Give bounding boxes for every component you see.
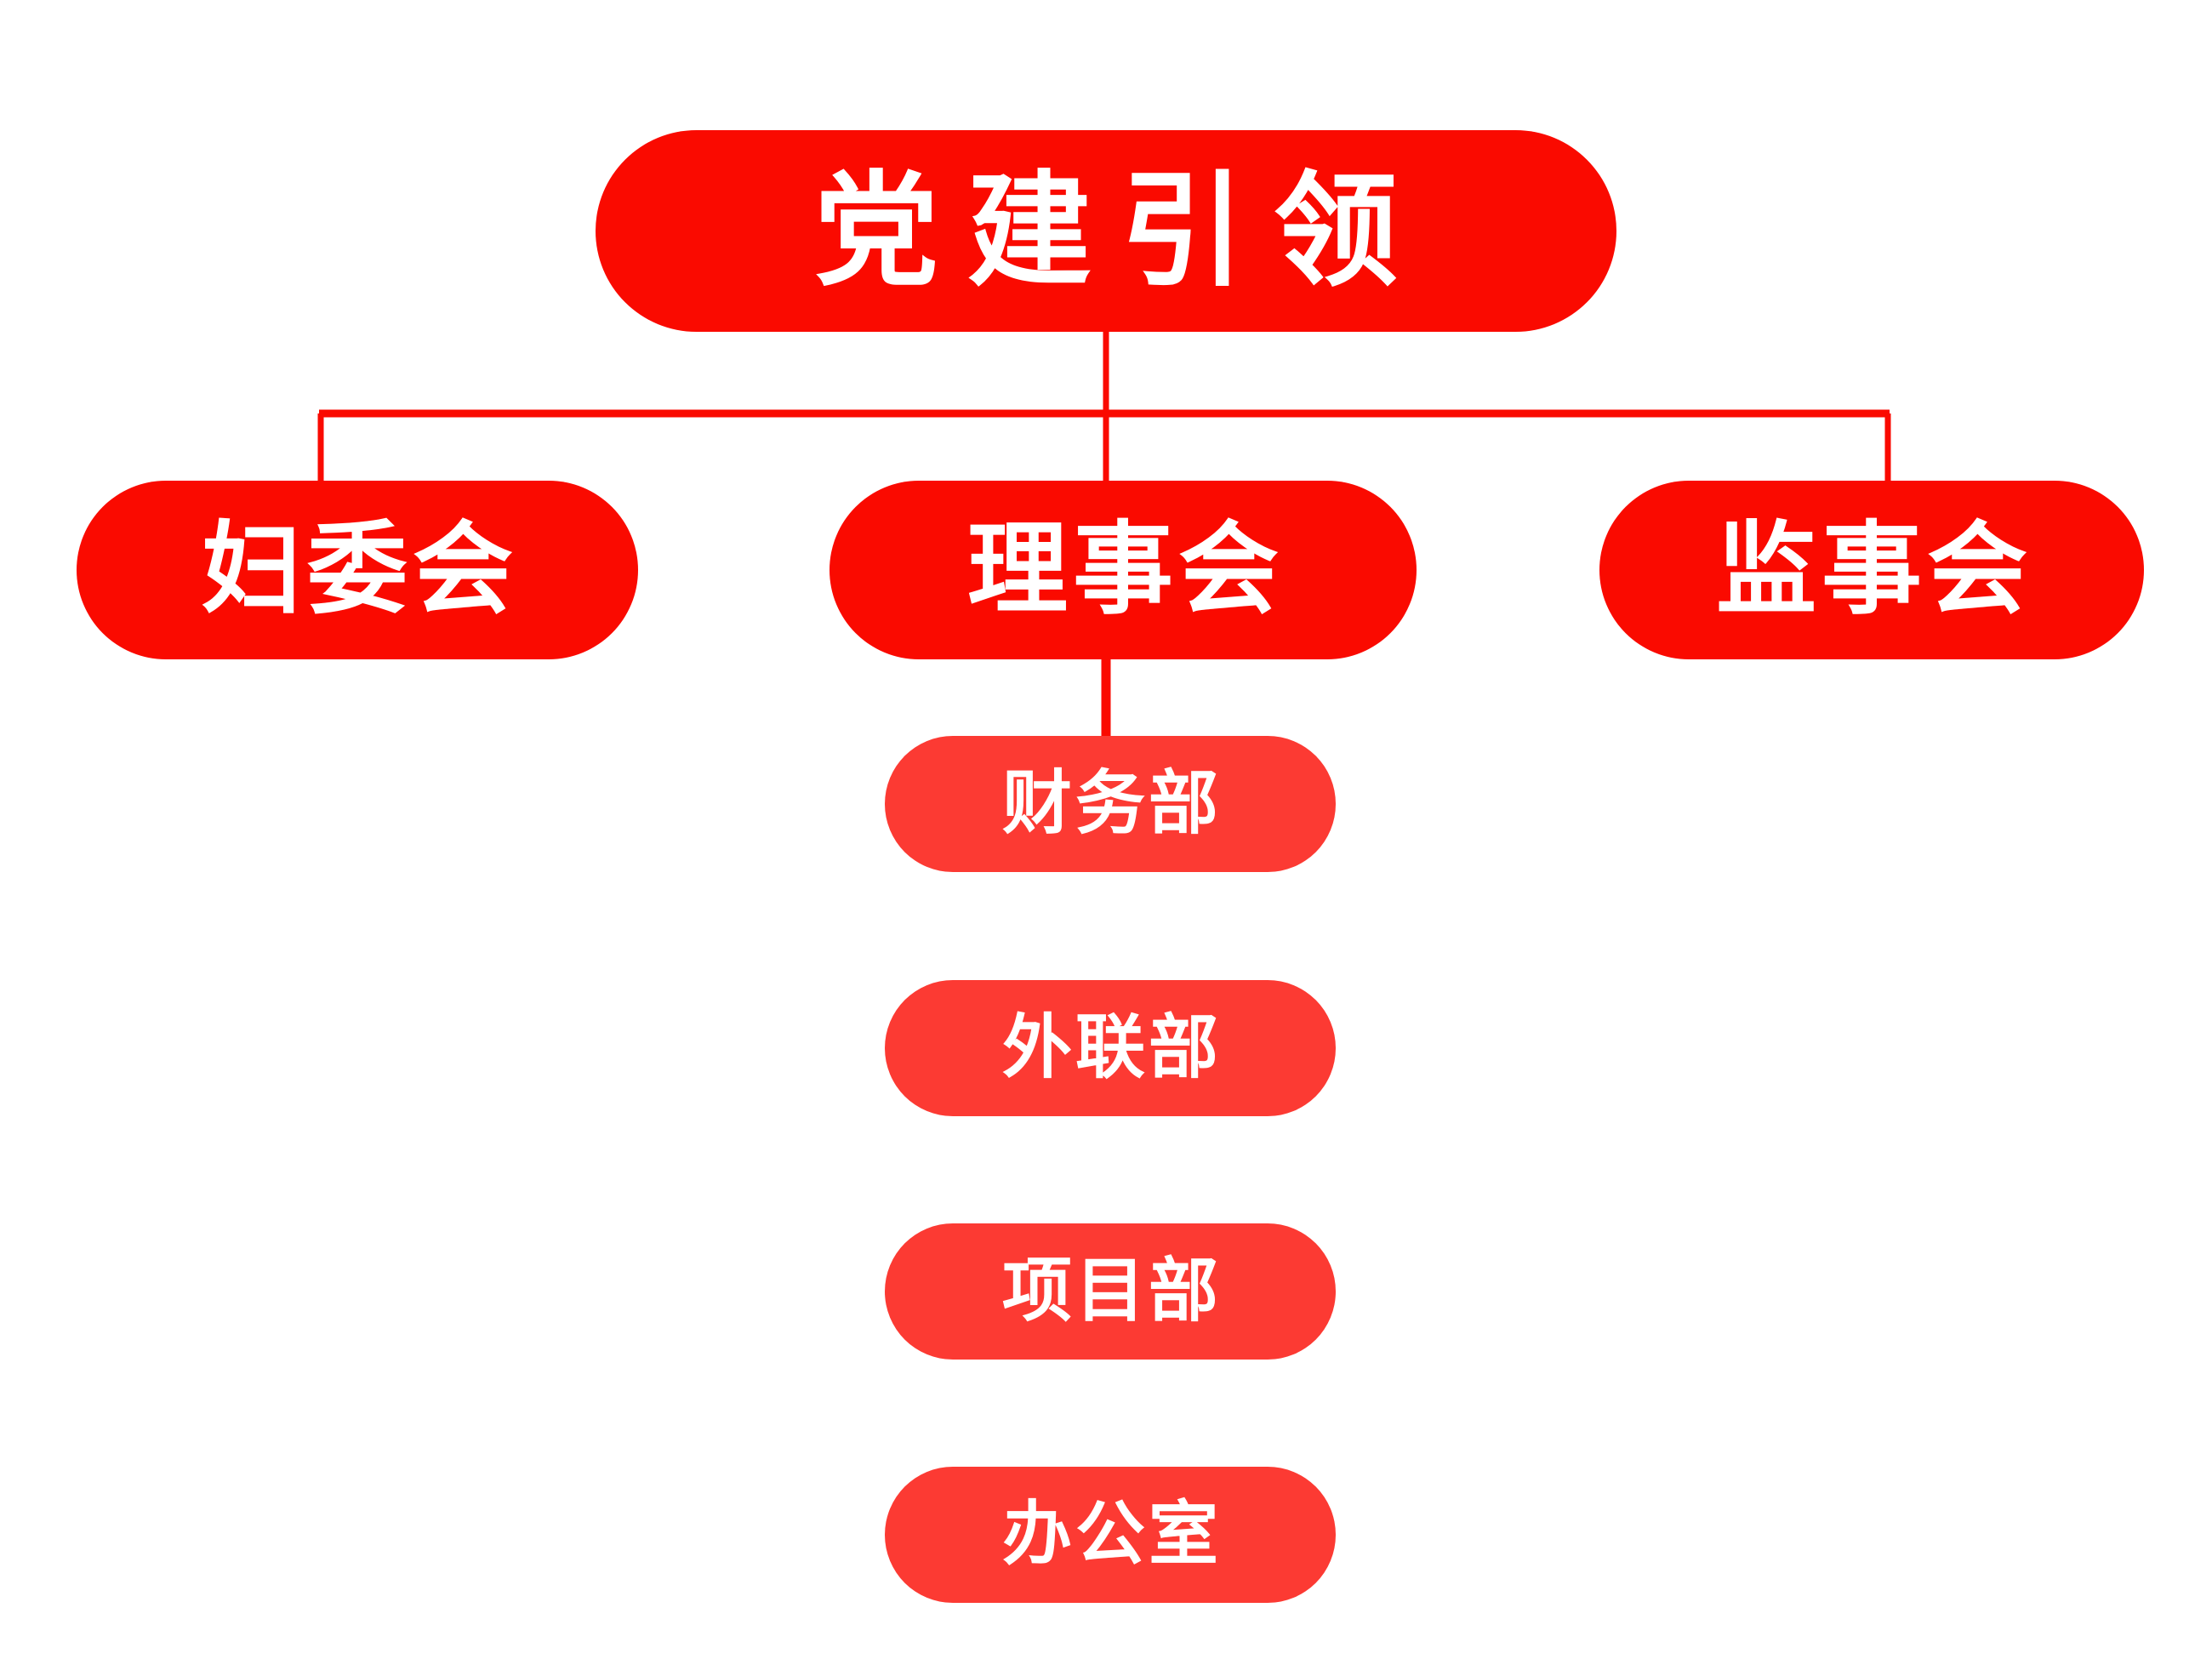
node-root-party-building[interactable]: 党建引领 (596, 130, 1616, 332)
node-external-relations-department[interactable]: 外联部 (885, 980, 1336, 1116)
node-board-of-directors[interactable]: 理事会 (830, 481, 1417, 659)
node-board-of-supervisors[interactable]: 监事会 (1599, 481, 2144, 659)
node-finance-department[interactable]: 财务部 (885, 736, 1336, 872)
node-office-department[interactable]: 办公室 (885, 1467, 1336, 1603)
node-project-department[interactable]: 项目部 (885, 1223, 1336, 1360)
node-women-committee[interactable]: 妇委会 (77, 481, 638, 659)
